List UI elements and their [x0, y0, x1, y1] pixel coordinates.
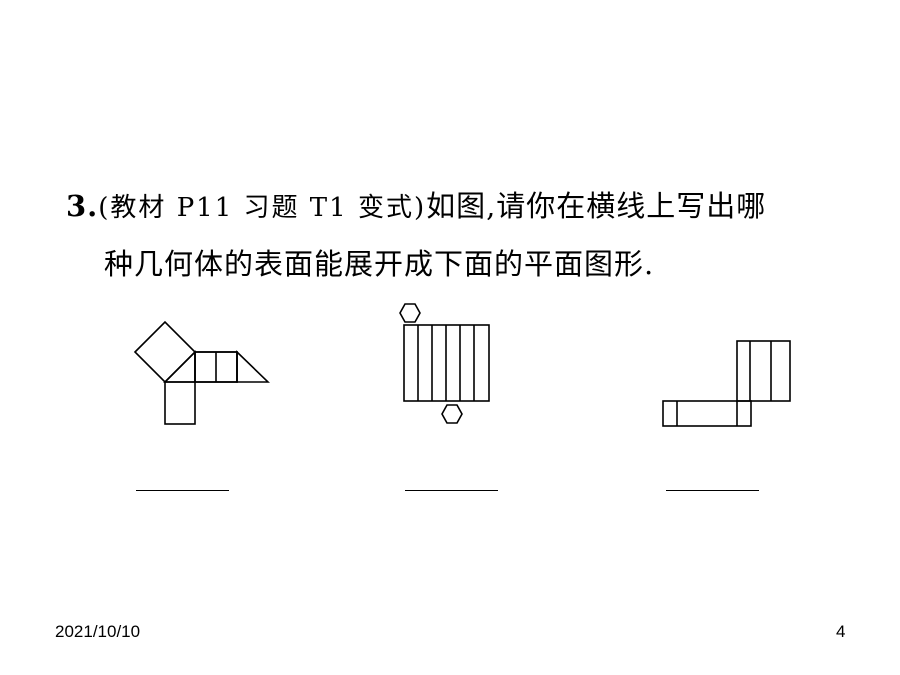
answer-blank-1[interactable] — [136, 490, 229, 491]
answer-blank-3[interactable] — [666, 490, 759, 491]
figure-1-net — [130, 318, 275, 430]
problem-source: (教材 P11 习题 T1 变式) — [98, 193, 427, 223]
problem-text-1: 如图,请你在横线上写出哪 — [426, 189, 767, 223]
fig1-center-triangle — [163, 350, 196, 383]
fig1-tilted-square — [133, 320, 197, 384]
problem-line-1: 3.(教材 P11 习题 T1 变式)如图,请你在横线上写出哪 — [66, 178, 846, 236]
problem-line-2: 种几何体的表面能展开成下面的平面图形. — [104, 247, 655, 281]
problem-number: 3. — [66, 189, 99, 223]
figure-2-net — [396, 298, 496, 428]
figure-2-svg — [399, 303, 490, 424]
figure-3-svg — [662, 340, 791, 427]
figure-1-svg — [133, 320, 270, 425]
problem-text: 3.(教材 P11 习题 T1 变式)如图,请你在横线上写出哪 种几何体的表面能… — [66, 178, 846, 292]
answer-blank-2[interactable] — [405, 490, 498, 491]
fig2-bottom-hexagon — [441, 404, 463, 424]
fig3-lower-rect — [662, 400, 752, 427]
fig3-upper-rect — [736, 340, 791, 402]
figure-3-net — [660, 338, 795, 430]
fig2-top-hexagon — [399, 303, 421, 323]
fig1-right-triangle — [236, 350, 270, 383]
footer-page-number: 4 — [836, 622, 846, 641]
footer-date: 2021/10/10 — [55, 622, 141, 641]
fig1-right-square-2 — [164, 381, 196, 425]
